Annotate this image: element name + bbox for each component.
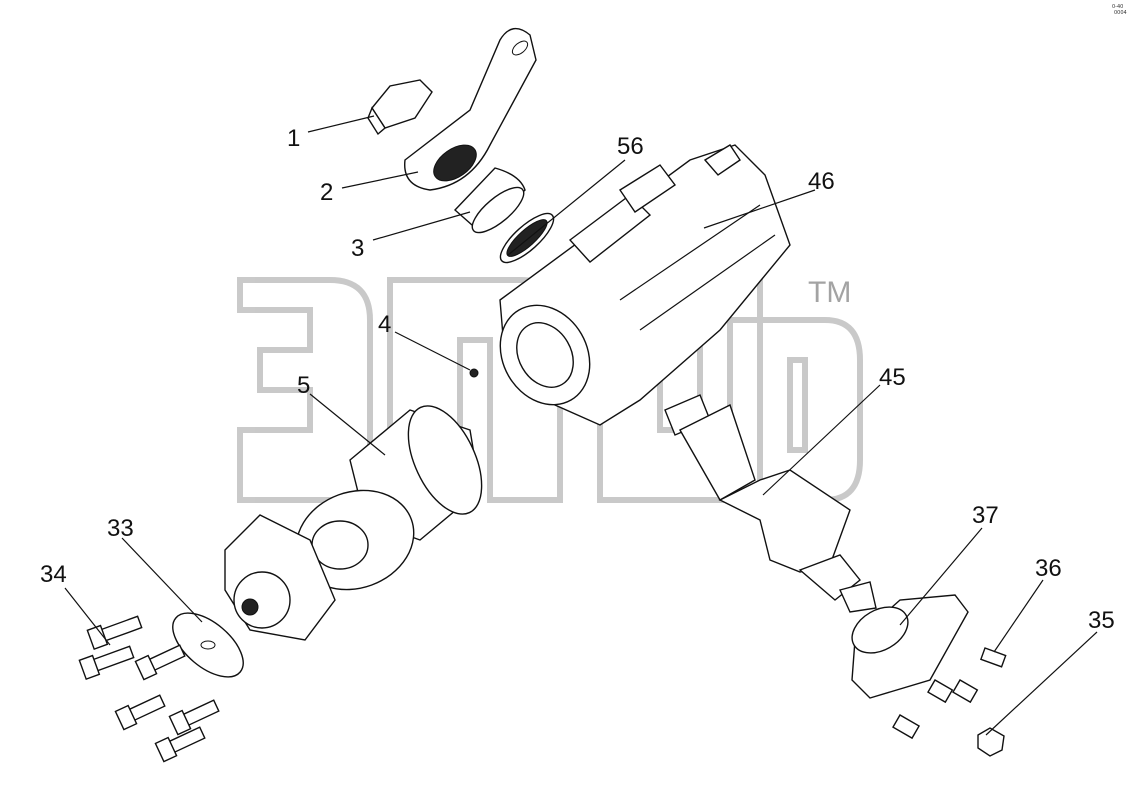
callout-2: 2: [320, 179, 333, 206]
part-1-nut: [367, 79, 433, 136]
watermark-tm: TM: [808, 276, 851, 309]
part-33-washer: [172, 612, 244, 678]
corner-note-1: 0-40: [1112, 4, 1123, 10]
part-4-pin: [469, 368, 479, 378]
part-34-bolts: [78, 615, 220, 763]
part-45-shaft: [664, 394, 877, 613]
callout-37: 37: [972, 502, 999, 529]
callout-33: 33: [107, 515, 134, 542]
leader-lines: [64, 115, 1098, 736]
callout-1: 1: [287, 125, 300, 152]
part-36-bolts: [892, 647, 1007, 740]
callout-35: 35: [1088, 607, 1115, 634]
part-cover-assembly: [224, 489, 415, 641]
callout-5: 5: [297, 372, 310, 399]
callout-4: 4: [378, 311, 391, 338]
callouts: 1 2 3 4 5 33 34 35 36 37 45 46 56: [40, 125, 1115, 634]
corner-note-2: 0004: [1114, 10, 1127, 16]
callout-36: 36: [1035, 555, 1062, 582]
callout-3: 3: [351, 235, 364, 262]
part-46-housing: [499, 144, 791, 426]
part-2-arm: [404, 27, 537, 191]
callout-34: 34: [40, 561, 67, 588]
part-37-end-cover: [851, 594, 969, 699]
callout-45: 45: [879, 364, 906, 391]
part-35-nut: [977, 727, 1005, 757]
part-3-seal: [453, 167, 526, 234]
callout-46: 46: [808, 168, 835, 195]
callout-56: 56: [617, 133, 644, 160]
